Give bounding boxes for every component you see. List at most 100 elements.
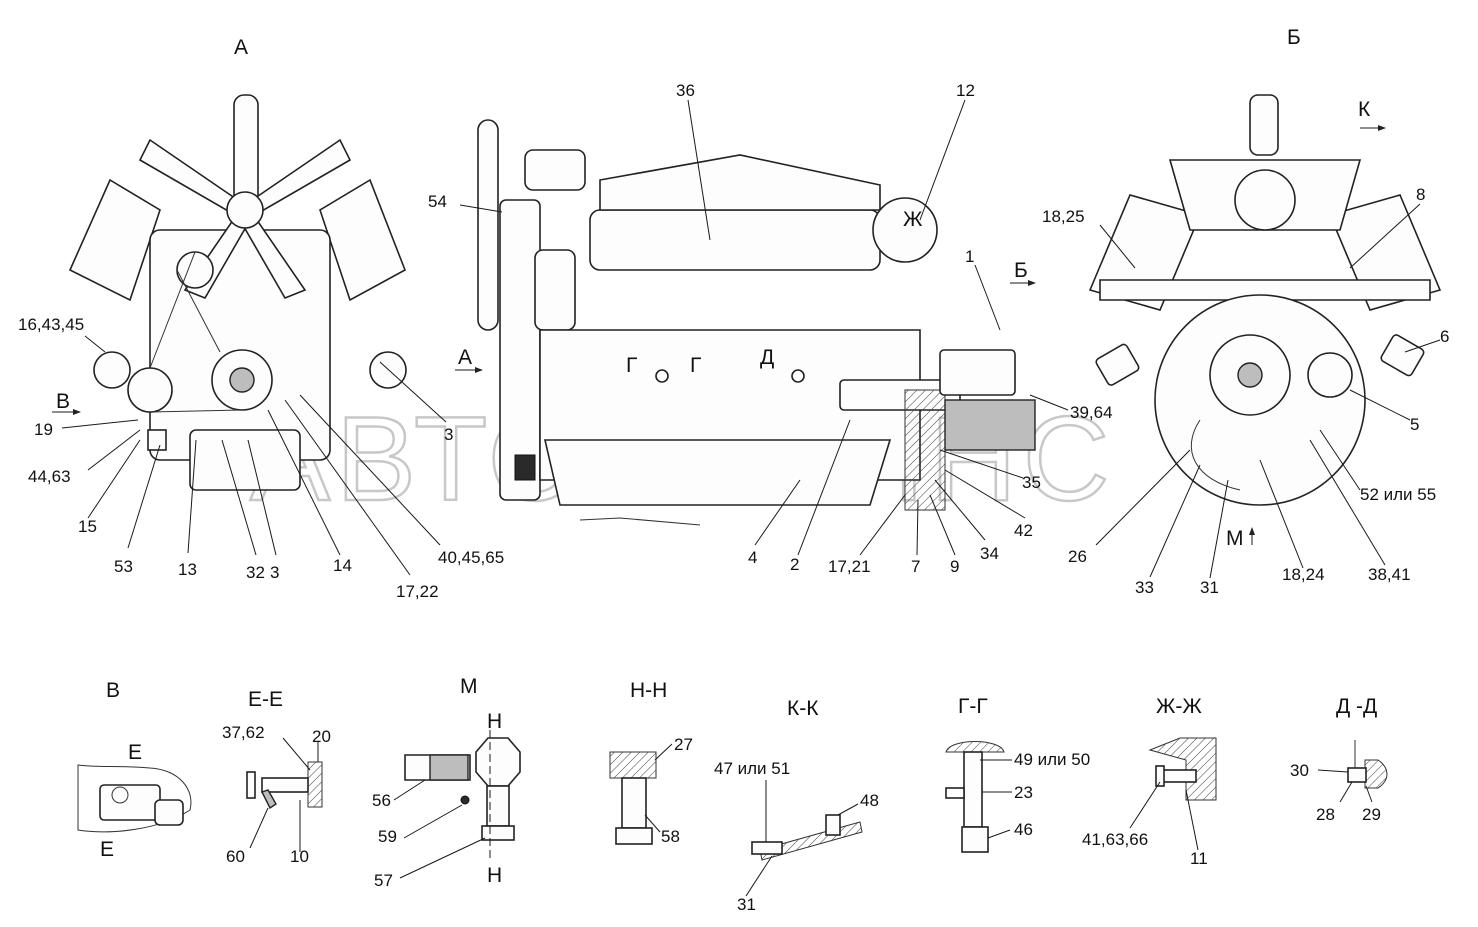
side-mark-zh: Ж	[903, 208, 923, 231]
front-sump	[189, 429, 301, 491]
gg-cap	[945, 741, 1005, 753]
dd-wall	[1364, 759, 1388, 789]
section-ee-title: Е-Е	[248, 688, 283, 711]
rear-stack	[1249, 94, 1279, 156]
side-mark-b: Б	[1014, 259, 1028, 282]
callout-front-6: 32	[246, 563, 265, 582]
detail-v-mark-e2: Е	[100, 838, 114, 861]
callout-rear-8: 33	[1135, 578, 1154, 597]
rear-filter-left	[1095, 343, 1140, 386]
callout-side-12: 4	[748, 548, 757, 567]
callout-kk-2: 31	[737, 895, 756, 914]
callout-front-11: 3	[444, 425, 453, 444]
front-view-title: А	[234, 36, 248, 59]
callout-dd-1: 28	[1316, 805, 1335, 824]
aux-pulley	[127, 367, 173, 413]
fuel-filter-side	[534, 249, 576, 331]
gg-screw	[945, 787, 965, 799]
side-mark-a: А	[458, 346, 472, 369]
callout-nn-0: 27	[674, 735, 693, 754]
detail-v-nut	[111, 786, 129, 804]
section-ee: Е-Е 37,62 20 60 10	[222, 688, 331, 866]
section-zhzh-title: Ж-Ж	[1156, 695, 1202, 718]
oil-line	[579, 517, 701, 526]
section-kk-title: К-К	[787, 697, 819, 720]
gg-stem	[963, 751, 983, 828]
section-gg: Г-Г 49 или 50 23 46	[945, 695, 1090, 853]
side-mark-g1: Г	[626, 354, 637, 377]
callout-rear-2: 6	[1440, 327, 1449, 346]
callout-side-10: 17,21	[828, 557, 871, 576]
nn-stem	[621, 777, 647, 829]
callout-side-3: 1	[965, 247, 974, 266]
rear-turbo	[1234, 169, 1296, 231]
left-head	[68, 178, 161, 302]
callout-side-8: 9	[950, 557, 959, 576]
detail-m-mark-n1: Н	[487, 710, 502, 733]
callout-side-2: 54	[428, 192, 447, 211]
callout-m-1: 59	[378, 827, 397, 846]
callout-side-0: 36	[676, 81, 695, 100]
right-head	[319, 178, 407, 302]
callout-dd-2: 29	[1362, 805, 1381, 824]
valve-cover	[589, 209, 881, 271]
point-g	[655, 369, 669, 383]
intake-pipe	[599, 154, 881, 211]
detail-v-mark-e1: Е	[128, 741, 142, 764]
detail-v-valve	[99, 784, 161, 821]
callout-kk-1: 48	[860, 791, 879, 810]
section-kk: К-К 47 или 51 48 31	[714, 697, 879, 914]
callout-rear-1: 8	[1416, 185, 1425, 204]
nn-foot	[615, 827, 653, 845]
callout-ee-1: 20	[312, 727, 331, 746]
callout-side-5: 35	[1022, 473, 1041, 492]
rear-filter-right	[1380, 334, 1425, 377]
callout-ee-3: 10	[290, 847, 309, 866]
section-zhzh: Ж-Ж 41,63,66 11	[1082, 695, 1217, 868]
callout-front-0: 16,43,45	[18, 315, 84, 334]
point-d	[791, 369, 805, 383]
section-gg-title: Г-Г	[958, 695, 988, 718]
oil-pan-side	[543, 439, 892, 506]
callout-rear-9: 26	[1068, 547, 1087, 566]
callout-rear-6: 18,24	[1282, 565, 1325, 584]
detail-v: В Е Е	[77, 679, 192, 861]
zhzh-head	[1155, 765, 1165, 787]
detail-m-mark-n2: Н	[487, 864, 502, 887]
fan-blade-up	[233, 94, 259, 206]
tension-pulley	[176, 251, 214, 289]
zhzh-housing	[1148, 737, 1217, 801]
fan-side	[477, 119, 499, 331]
callout-side-7: 34	[980, 544, 999, 563]
callout-rear-5: 38,41	[1368, 565, 1411, 584]
callout-side-11: 2	[790, 555, 799, 574]
rear-mark-m: М	[1226, 527, 1244, 550]
detail-m-title: М	[460, 675, 478, 698]
kk-bolt	[751, 841, 783, 855]
ee-pin	[261, 789, 277, 810]
gear-housing	[944, 399, 1036, 451]
section-dd-title: Д -Д	[1336, 695, 1377, 718]
callout-front-1: 19	[34, 420, 53, 439]
callout-ee-2: 60	[226, 847, 245, 866]
callout-m-0: 56	[372, 791, 391, 810]
callout-side-1: 12	[956, 81, 975, 100]
callout-zhzh-0: 41,63,66	[1082, 830, 1148, 849]
belts	[149, 251, 243, 413]
gg-cup	[961, 826, 989, 853]
section-dd: Д -Д 30 28 29	[1290, 695, 1388, 824]
callout-rear-4: 52 или 55	[1360, 485, 1436, 504]
callout-rear-3: 5	[1410, 415, 1419, 434]
drain-plug	[147, 429, 167, 451]
callout-kk-0: 47 или 51	[714, 759, 790, 778]
callout-front-9: 17,22	[396, 582, 439, 601]
m-nut	[481, 825, 515, 841]
callout-front-2: 44,63	[28, 467, 71, 486]
callout-side-4: 39,64	[1070, 403, 1113, 422]
detail-v-outline	[77, 764, 192, 833]
ee-handle	[246, 771, 256, 799]
turbocharger	[872, 197, 938, 263]
flywheel-center	[1237, 362, 1263, 388]
callout-rear-7: 31	[1200, 578, 1219, 597]
callout-front-5: 13	[178, 560, 197, 579]
